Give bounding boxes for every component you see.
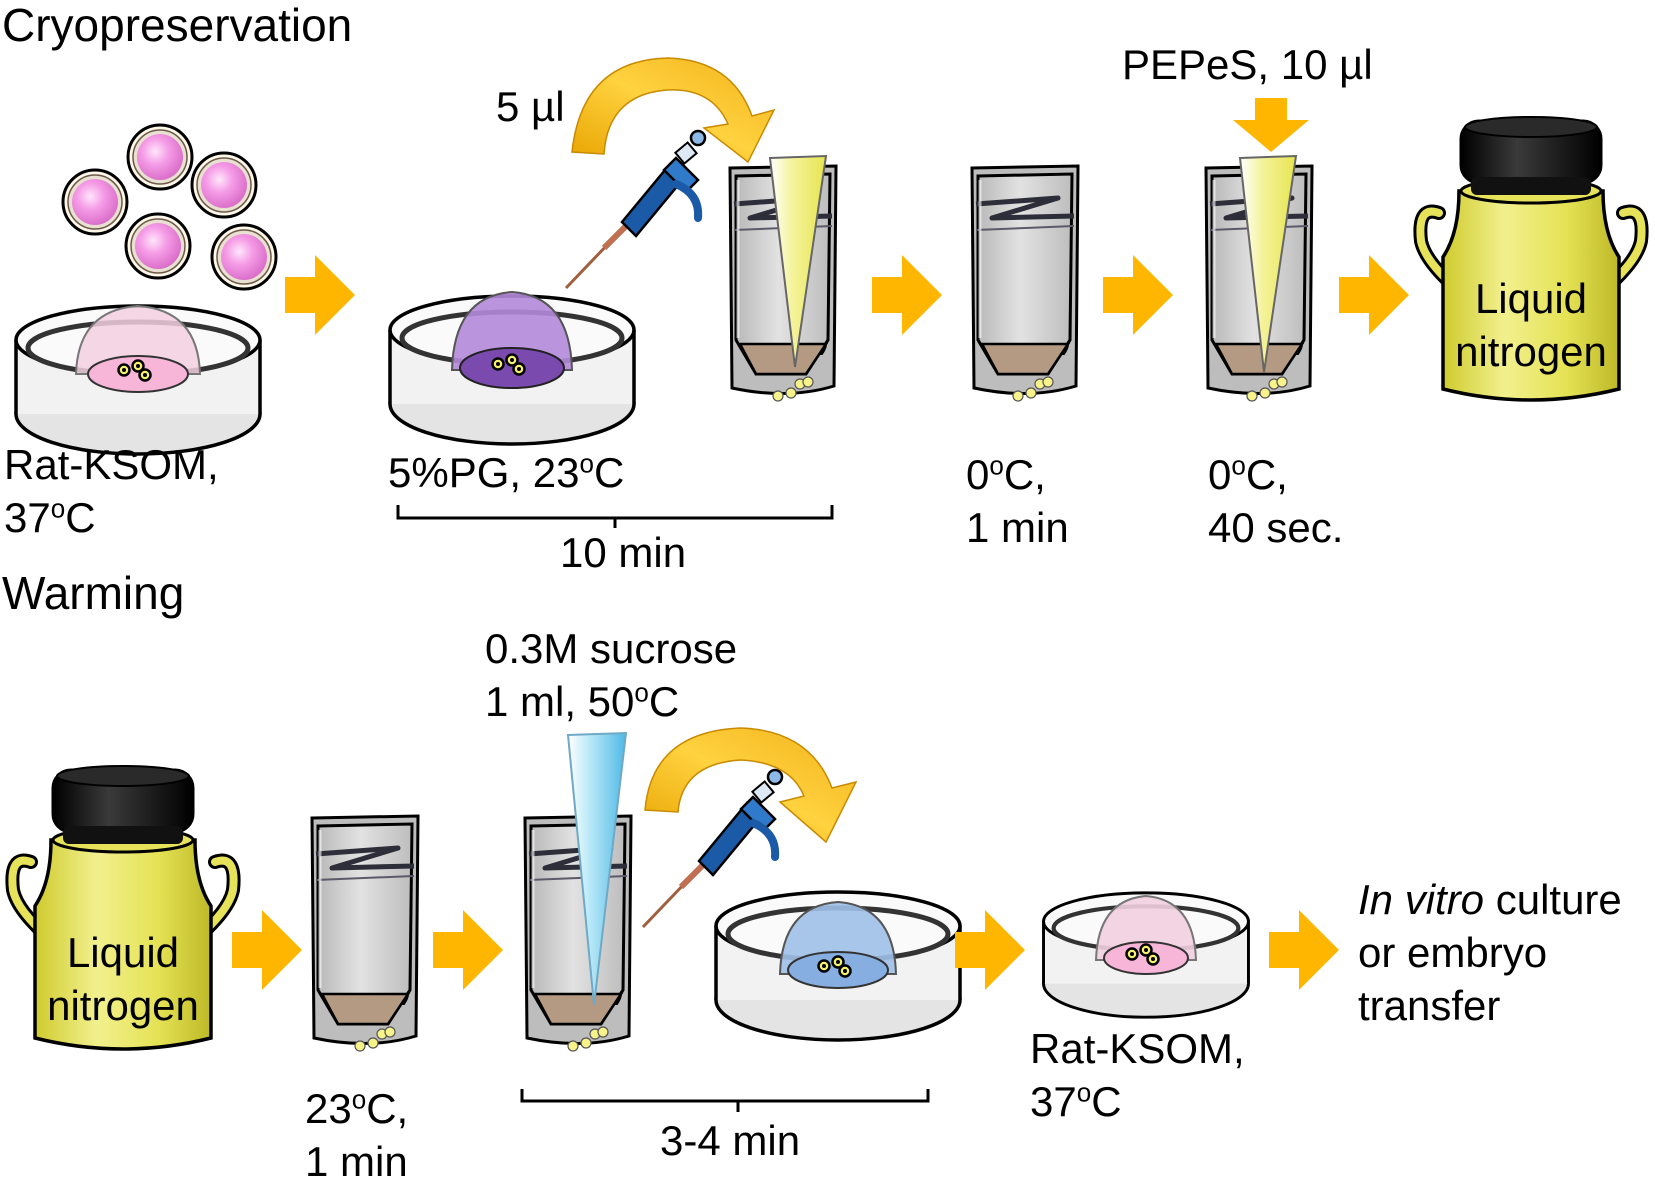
curved-arrow-icon xyxy=(644,727,858,844)
final-line3: transfer xyxy=(1358,982,1501,1029)
tube3-temp: 0oC, xyxy=(1208,448,1343,501)
tube-icon xyxy=(525,816,631,1052)
section-title-warming: Warming xyxy=(2,566,184,620)
tube-icon xyxy=(972,166,1078,402)
tube4-temp: 23oC, xyxy=(305,1082,408,1135)
dish4-temp-unit: C xyxy=(1091,1078,1122,1125)
sucrose-label: 0.3M sucrose 1 ml, 50oC xyxy=(485,622,737,728)
arrow-icon xyxy=(1339,255,1409,335)
arrow-icon xyxy=(285,255,355,335)
bracket1-label: 10 min xyxy=(560,526,686,579)
curved-arrow-icon xyxy=(571,57,776,164)
petri-dish-icon xyxy=(390,290,634,444)
tube2-label: 0oC, 1 min xyxy=(966,448,1069,554)
dish1-label: Rat-KSOM, 37oC xyxy=(4,438,219,544)
sucrose-volume-temp: 1 ml, 50 xyxy=(485,678,635,725)
bracket1-text: 10 min xyxy=(560,529,687,576)
tube3-temp-unit: C, xyxy=(1245,451,1288,498)
degree-mark: o xyxy=(634,677,649,708)
dish1-temp: 37oC xyxy=(4,491,219,544)
dish4-temp: 37oC xyxy=(1030,1075,1245,1128)
dish4-label: Rat-KSOM, 37oC xyxy=(1030,1022,1245,1128)
dish2-temp-unit: C xyxy=(593,449,625,496)
arrow-icon xyxy=(433,910,503,990)
bracket2-label: 3-4 min xyxy=(660,1114,800,1167)
petri-dish-icon xyxy=(1044,893,1249,1017)
pepes-label: PEPeS, 10 µl xyxy=(1122,38,1373,91)
petri-dish-icon xyxy=(716,892,960,1040)
embryo-cluster-icon xyxy=(61,123,278,291)
pipette-tip-icon xyxy=(566,731,628,1006)
dish2-name: 5%PG, 23 xyxy=(388,449,580,496)
tube4-time: 1 min xyxy=(305,1138,408,1185)
pipette-volume-label: 5 µl xyxy=(496,80,565,133)
degree-mark: o xyxy=(1076,1077,1092,1108)
dish1-temp-value: 37 xyxy=(4,494,51,541)
dish1-name: Rat-KSOM, xyxy=(4,441,219,488)
final-italic: In vitro xyxy=(1358,876,1485,923)
dish4-name: Rat-KSOM, xyxy=(1030,1025,1245,1072)
petri-dish-icon xyxy=(16,306,260,454)
degree-mark: o xyxy=(1231,450,1246,481)
final-step-label: In vitro culture or embryo transfer xyxy=(1358,873,1622,1032)
section-title-text: Warming xyxy=(2,567,185,619)
section-title-cryopreservation: Cryopreservation xyxy=(2,0,352,52)
dish2-label: 5%PG, 23oC xyxy=(388,446,624,499)
tube3-label: 0oC, 40 sec. xyxy=(1208,448,1343,554)
pepes-text: PEPeS, 10 µl xyxy=(1122,41,1373,88)
dish4-temp-value: 37 xyxy=(1030,1078,1077,1125)
arrow-icon xyxy=(1269,910,1339,990)
tube-icon xyxy=(312,816,418,1052)
degree-mark: o xyxy=(989,450,1004,481)
tank2-line2: nitrogen xyxy=(47,982,199,1029)
dish1-temp-unit: C xyxy=(65,494,96,541)
pipette-tip-icon xyxy=(1238,154,1298,373)
tube3-time: 40 sec. xyxy=(1208,504,1344,551)
tank2-label: Liquid nitrogen xyxy=(33,926,213,1032)
arrow-icon xyxy=(232,910,302,990)
arrow-icon xyxy=(1103,255,1173,335)
tube4-temp-value: 23 xyxy=(305,1085,352,1132)
final-line1: In vitro culture xyxy=(1358,873,1622,926)
tube3-temp-value: 0 xyxy=(1208,451,1232,498)
pipette-tip-icon xyxy=(768,154,828,368)
final-line2: or embryo xyxy=(1358,929,1548,976)
tank1-label: Liquid nitrogen xyxy=(1441,272,1621,378)
tube4-label: 23oC, 1 min xyxy=(305,1082,408,1188)
tube2-time: 1 min xyxy=(966,504,1069,551)
tank2-line1: Liquid xyxy=(66,929,180,976)
arrow-icon xyxy=(872,255,942,335)
degree-mark: o xyxy=(50,493,66,524)
pipette-volume-text: 5 µl xyxy=(496,83,565,130)
degree-mark: o xyxy=(579,448,594,479)
time-bracket xyxy=(396,505,834,528)
time-bracket xyxy=(520,1089,930,1112)
tube2-temp: 0oC, xyxy=(966,448,1069,501)
bracket2-text: 3-4 min xyxy=(660,1117,801,1164)
degree-mark: o xyxy=(351,1084,367,1115)
tube2-temp-unit: C, xyxy=(1003,451,1046,498)
arrow-icon xyxy=(1233,98,1309,152)
tube2-temp-value: 0 xyxy=(966,451,990,498)
tank1-line2: nitrogen xyxy=(1455,328,1607,375)
micropipette-icon xyxy=(566,131,705,288)
section-title-text: Cryopreservation xyxy=(2,0,353,51)
sucrose-temp-unit: C xyxy=(648,678,680,725)
tank1-line1: Liquid xyxy=(1474,275,1588,322)
arrow-icon xyxy=(955,910,1025,990)
tube4-temp-unit: C, xyxy=(366,1085,409,1132)
sucrose-line1: 0.3M sucrose xyxy=(485,625,738,672)
sucrose-line2: 1 ml, 50oC xyxy=(485,675,737,728)
final-rest: culture xyxy=(1484,876,1622,923)
